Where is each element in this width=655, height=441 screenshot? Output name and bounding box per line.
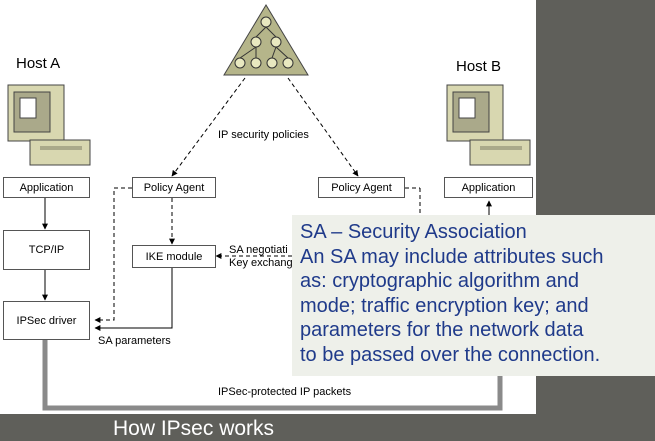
host-b-label: Host B — [456, 58, 502, 75]
application-box-host-a: Application — [3, 177, 90, 198]
slide-caption: How IPsec works — [113, 417, 275, 440]
computer-icon — [446, 84, 531, 166]
ike-module-box-host-a: IKE module — [132, 245, 216, 268]
key-exchange-label: Key exchang — [229, 257, 293, 269]
ip-security-policies-label: IP security policies — [216, 129, 311, 141]
policy-agent-box-host-a: Policy Agent — [132, 177, 216, 198]
sa-definition-callout: SA – Security Association An SA may incl… — [292, 215, 655, 376]
application-box-host-b: Application — [444, 177, 533, 198]
tcpip-box-host-a: TCP/IP — [3, 230, 90, 270]
callout-line: mode; traffic encryption key; and — [300, 294, 589, 317]
policy-agent-box-host-b: Policy Agent — [318, 177, 405, 198]
callout-line: An SA may include attributes such — [300, 245, 604, 268]
sa-negotiation-label: SA negotiati — [229, 244, 288, 256]
ipsec-packets-label: IPSec-protected IP packets — [218, 386, 352, 398]
sa-parameters-label: SA parameters — [98, 335, 171, 347]
computer-icon — [7, 84, 91, 166]
callout-line: parameters for the network data — [300, 319, 584, 341]
callout-line: to be passed over the connection. — [300, 343, 601, 366]
host-a-label: Host A — [16, 55, 61, 72]
callout-heading: SA – Security Association — [300, 221, 527, 243]
callout-line: as: cryptographic algorithm and — [300, 270, 580, 292]
directory-tree-icon — [223, 4, 309, 76]
ipsec-driver-box-host-a: IPSec driver — [3, 301, 90, 340]
